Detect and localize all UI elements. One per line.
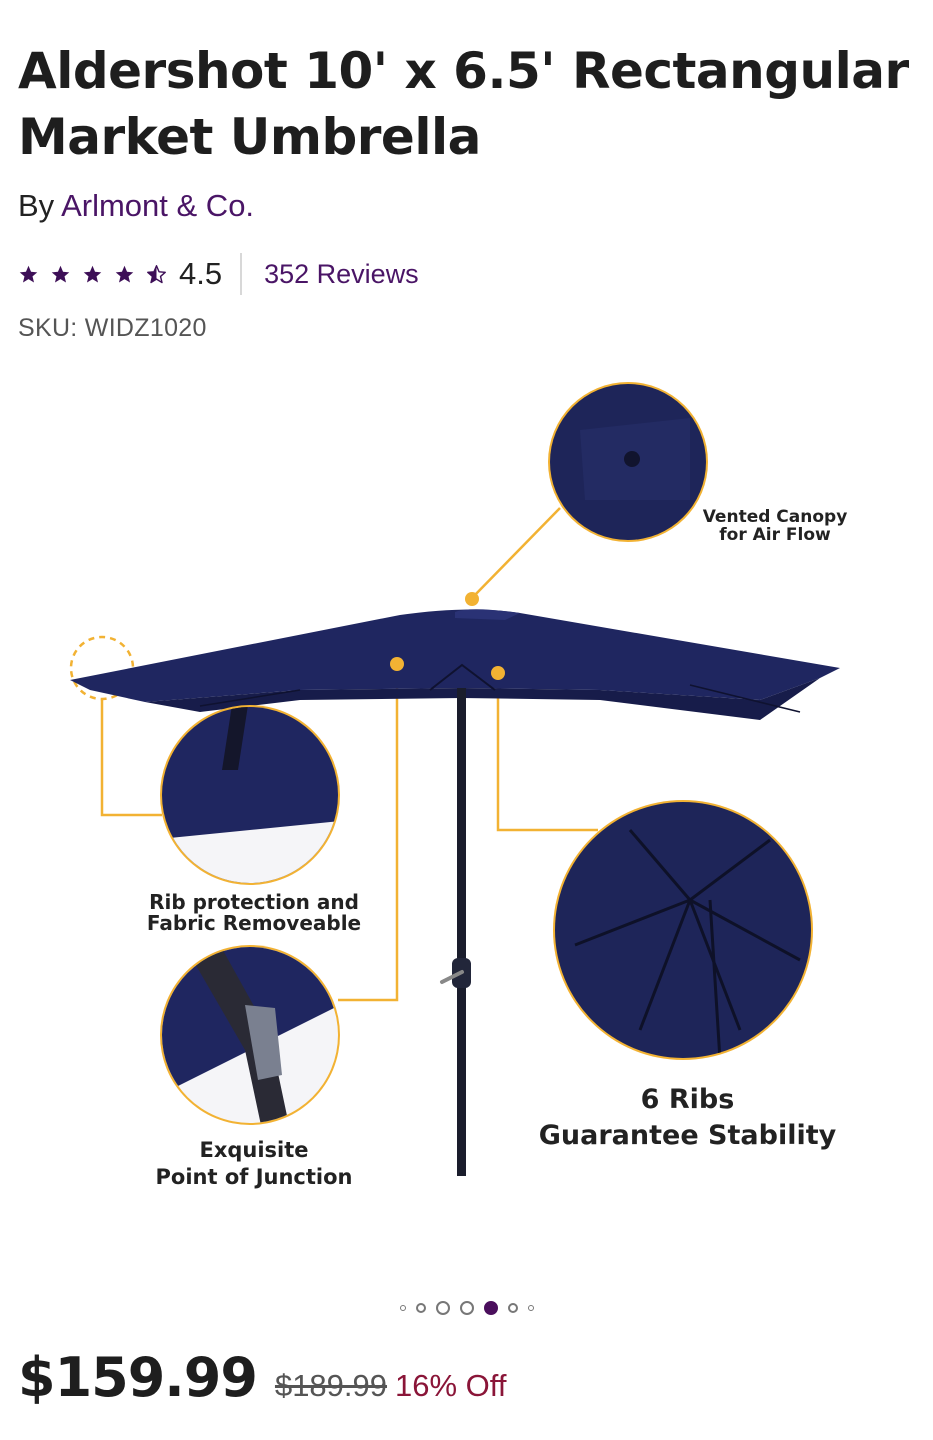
star-rating bbox=[18, 264, 167, 285]
product-image-carousel[interactable]: Vented Canopy for Air Flow Rib protectio… bbox=[0, 370, 933, 1270]
rating-row[interactable]: 4.5 352 Reviews bbox=[18, 252, 419, 296]
star-full-icon bbox=[83, 265, 102, 283]
rib-protection-detail bbox=[160, 705, 340, 885]
carousel-dot[interactable] bbox=[507, 1303, 518, 1313]
umbrella-pole bbox=[457, 688, 466, 1176]
brand-byline: By Arlmont & Co. bbox=[18, 186, 254, 226]
caption-rib-protection: Rib protection and Fabric Removeable bbox=[146, 890, 362, 935]
vented-canopy-detail bbox=[548, 382, 708, 542]
umbrella-canopy bbox=[70, 609, 840, 720]
product-image bbox=[69, 382, 840, 1176]
price-row: $159.99 $189.99 16% Off bbox=[18, 1346, 506, 1409]
brand-link[interactable]: Arlmont & Co. bbox=[61, 188, 255, 223]
caption-six-ribs: 6 Ribs Guarantee Stability bbox=[538, 1084, 837, 1151]
carousel-dot[interactable] bbox=[527, 1305, 534, 1311]
carousel-dot[interactable] bbox=[459, 1301, 474, 1315]
carousel-dot[interactable] bbox=[399, 1305, 406, 1311]
discount-label: 16% Off bbox=[395, 1368, 507, 1403]
junction-detail bbox=[160, 945, 340, 1125]
rating-value: 4.5 bbox=[179, 256, 223, 291]
caption-junction: Exquisite Point of Junction bbox=[155, 1138, 353, 1190]
original-price: $189.99 bbox=[274, 1368, 388, 1403]
sku-label: SKU: WIDZ1020 bbox=[18, 314, 207, 342]
star-full-icon bbox=[19, 265, 38, 283]
product-title: Aldershot 10' x 6.5' Rectangular Market … bbox=[18, 42, 909, 166]
carousel-dot-active[interactable] bbox=[483, 1301, 498, 1315]
carousel-dot[interactable] bbox=[415, 1303, 426, 1313]
six-ribs-detail bbox=[553, 800, 813, 1060]
callout-lines bbox=[100, 507, 598, 1002]
reviews-link[interactable]: 352 Reviews bbox=[264, 258, 419, 289]
by-label: By bbox=[18, 188, 62, 223]
star-half-icon bbox=[147, 264, 166, 283]
rating-divider bbox=[240, 253, 243, 295]
sale-price: $159.99 bbox=[18, 1346, 258, 1409]
star-full-icon bbox=[115, 265, 134, 283]
caption-vented-canopy: Vented Canopy for Air Flow bbox=[702, 507, 848, 545]
carousel-pagination bbox=[0, 1296, 933, 1320]
star-full-icon bbox=[51, 265, 70, 283]
carousel-dot[interactable] bbox=[435, 1301, 450, 1315]
